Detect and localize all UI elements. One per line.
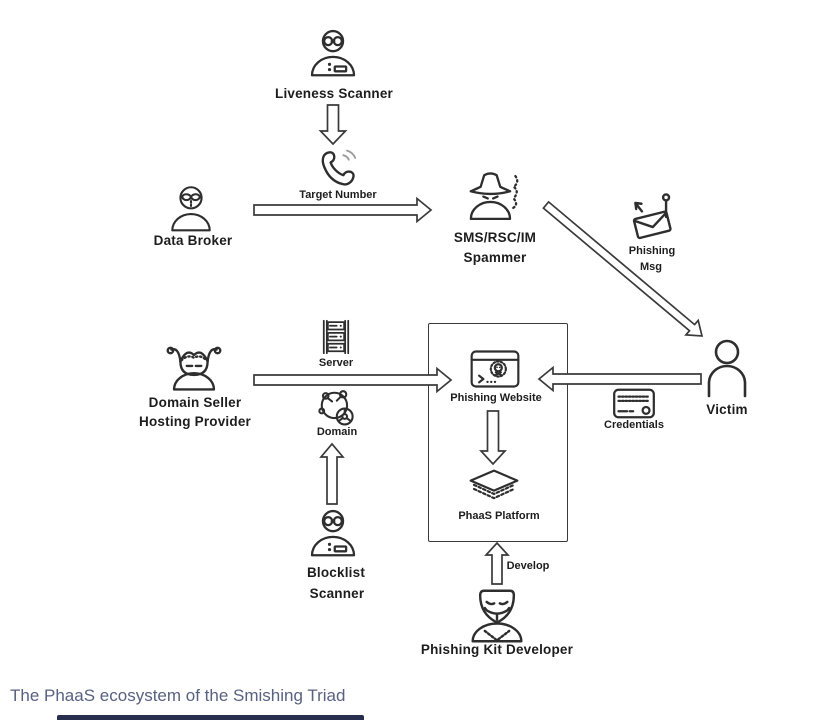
phishing-msg-label-line2: Msg — [640, 261, 662, 273]
bottom-bar — [57, 715, 364, 720]
phaas-platform-label: PhaaS Platform — [458, 510, 540, 522]
blocklist-scanner-icon — [304, 508, 362, 564]
phishing-website-icon — [470, 348, 520, 390]
credentials-card-icon — [612, 388, 656, 419]
domain-seller-label-line1: Domain Seller — [148, 395, 242, 410]
server-label: Server — [318, 357, 354, 369]
phaas-platform-icon — [466, 469, 522, 504]
domain-label: Domain — [316, 426, 358, 438]
arrow-databroker-to-spammer — [253, 196, 433, 224]
data-broker-label: Data Broker — [153, 233, 233, 248]
blocklist-scanner-label-line2: Scanner — [309, 586, 365, 601]
spammer-label-line1: SMS/RSC/IM — [453, 230, 537, 245]
domain-icon — [314, 388, 358, 426]
server-icon — [314, 318, 358, 356]
phishing-kit-developer-icon — [464, 587, 530, 645]
phishing-kit-developer-label: Phishing Kit Developer — [420, 642, 574, 657]
flow-arrows — [253, 104, 704, 585]
target-number-phone-icon — [315, 147, 359, 187]
spammer-label-line2: Spammer — [463, 250, 527, 265]
domain-seller-label-line2: Hosting Provider — [139, 414, 251, 429]
arrow-developer-to-platform — [484, 541, 510, 585]
figure-caption: The PhaaS ecosystem of the Smishing Tria… — [10, 686, 346, 705]
credentials-label: Credentials — [604, 419, 664, 431]
victim-label: Victim — [706, 402, 748, 417]
develop-label: Develop — [506, 560, 550, 572]
blocklist-scanner-label-line1: Blocklist — [306, 565, 366, 580]
phishing-msg-label-line1: Phishing — [628, 245, 676, 257]
arrow-liveness-to-target-number — [318, 104, 348, 146]
spammer-icon — [460, 169, 528, 226]
liveness-scanner-icon — [305, 27, 361, 85]
victim-icon — [701, 338, 753, 398]
phaas-ecosystem-diagram: Liveness Scanner Target Number Data Brok… — [139, 27, 753, 657]
data-broker-icon — [163, 184, 219, 236]
target-number-label: Target Number — [299, 189, 377, 201]
phishing-website-label: Phishing Website — [450, 392, 542, 404]
phishing-msg-icon — [628, 191, 680, 241]
domain-seller-icon — [164, 336, 224, 394]
arrow-blocklist-to-domain — [319, 442, 345, 505]
liveness-scanner-label: Liveness Scanner — [274, 86, 394, 101]
